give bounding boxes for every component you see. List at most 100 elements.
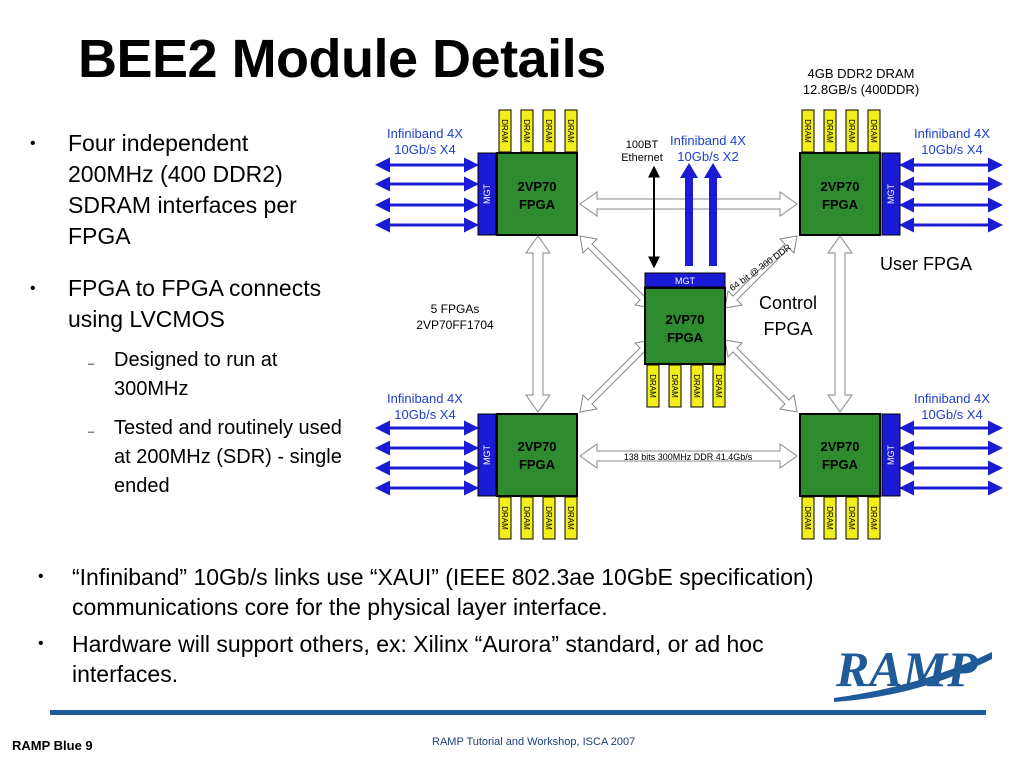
fpga-bottom-right-line1: 2VP70 bbox=[820, 439, 859, 454]
link-diag-bl bbox=[579, 339, 653, 413]
infiniband-bl-line2: 10Gb/s X4 bbox=[394, 407, 455, 422]
dram-label: DRAM bbox=[803, 506, 812, 530]
bullet-glyph: • bbox=[30, 280, 36, 297]
bullet-text: Four independent 200MHz (400 DDR2) SDRAM… bbox=[68, 130, 297, 249]
sub-bullet-glyph: – bbox=[88, 358, 95, 370]
bee2-block-diagram: 4GB DDR2 DRAM 12.8GB/s (400DDR) 100BT Et… bbox=[375, 66, 1003, 540]
fpga-count-line1: 5 FPGAs bbox=[431, 302, 480, 316]
infiniband-bl-line1: Infiniband 4X bbox=[387, 391, 463, 406]
dram-header-line2: 12.8GB/s (400DDR) bbox=[803, 82, 919, 97]
bullet-text: “Infiniband” 10Gb/s links use “XAUI” (IE… bbox=[72, 564, 814, 620]
dram-modules: DRAM DRAM DRAM DRAM DRAM DRAM DRAM DRAM DRAM DRAM… bbox=[498, 109, 881, 540]
ramp-logo-swoosh bbox=[834, 652, 992, 702]
mgt-control-label: MGT bbox=[675, 276, 695, 286]
footer-slide-label: RAMP Blue 9 bbox=[12, 738, 93, 753]
fpga-bottom-right bbox=[799, 413, 881, 497]
bullet-glyph: • bbox=[38, 635, 44, 652]
dram-label: DRAM bbox=[803, 119, 812, 143]
dram-label: DRAM bbox=[500, 119, 509, 143]
dram-label: DRAM bbox=[544, 506, 553, 530]
dram-label: DRAM bbox=[869, 506, 878, 530]
infiniband-tr-line1: Infiniband 4X bbox=[914, 126, 990, 141]
bullet-text: FPGA to FPGA connects using LVCMOS bbox=[68, 275, 322, 332]
dram-label: DRAM bbox=[522, 506, 531, 530]
bullet-fpga-connects: • FPGA to FPGA connects using LVCMOS bbox=[30, 273, 343, 335]
fpga-top-left-line1: 2VP70 bbox=[517, 179, 556, 194]
infiniband-br-line1: Infiniband 4X bbox=[914, 391, 990, 406]
control-fpga-line2: FPGA bbox=[763, 319, 812, 339]
dram-label: DRAM bbox=[869, 119, 878, 143]
infiniband-tl-line1: Infiniband 4X bbox=[387, 126, 463, 141]
fpga-control bbox=[644, 287, 726, 365]
fpga-bottom-right-line2: FPGA bbox=[822, 457, 859, 472]
dram-label: DRAM bbox=[825, 119, 834, 143]
footer-rule bbox=[50, 710, 986, 715]
bullet-glyph: • bbox=[38, 568, 44, 585]
bullet-text: Hardware will support others, ex: Xilinx… bbox=[72, 631, 764, 687]
dram-label: DRAM bbox=[670, 374, 679, 398]
dram-label: DRAM bbox=[847, 506, 856, 530]
mgt-tr-label: MGT bbox=[886, 184, 896, 204]
user-fpga-label: User FPGA bbox=[880, 254, 972, 274]
ramp-logo: RAMP bbox=[834, 641, 992, 702]
ib-x2-arrow-2 bbox=[704, 163, 722, 266]
bullet-xaui: • “Infiniband” 10Gb/s links use “XAUI” (… bbox=[38, 562, 862, 622]
link-diag-tl bbox=[579, 235, 653, 309]
infiniband-tr-line2: 10Gb/s X4 bbox=[921, 142, 982, 157]
mgt-bl-label: MGT bbox=[482, 445, 492, 465]
dram-label: DRAM bbox=[847, 119, 856, 143]
dram-label: DRAM bbox=[825, 506, 834, 530]
bullet-aurora: • Hardware will support others, ex: Xili… bbox=[38, 629, 802, 689]
dram-header-line1: 4GB DDR2 DRAM bbox=[808, 66, 915, 81]
bus-64-label: 64 bit @ 300 DDR bbox=[728, 242, 793, 293]
fpga-top-left bbox=[496, 152, 578, 236]
sub-bullet-200mhz: – Tested and routinely used at 200MHz (S… bbox=[88, 414, 344, 501]
bullet-sdram-interfaces: • Four independent 200MHz (400 DDR2) SDR… bbox=[30, 128, 338, 252]
link-right-vertical bbox=[827, 235, 853, 413]
mgt-br bbox=[881, 413, 901, 497]
fpga-bottom-left-line1: 2VP70 bbox=[517, 439, 556, 454]
fpga-top-right-line1: 2VP70 bbox=[820, 179, 859, 194]
bullet-glyph: • bbox=[30, 135, 36, 152]
slide-title: BEE2 Module Details bbox=[78, 29, 606, 89]
fpga-control-line1: 2VP70 bbox=[665, 312, 704, 327]
bus-138-label: 138 bits 300MHz DDR 41.4Gb/s bbox=[624, 452, 753, 462]
sub-bullet-text: Designed to run at 300MHz bbox=[114, 349, 278, 400]
infiniband-arrows bbox=[375, 157, 1003, 496]
fpga-bottom-left bbox=[496, 413, 578, 497]
sub-bullet-300mhz: – Designed to run at 300MHz bbox=[88, 346, 314, 404]
link-diag-br bbox=[724, 339, 798, 413]
fpga-top-right bbox=[799, 152, 881, 236]
dram-label: DRAM bbox=[544, 119, 553, 143]
fpga-control-line2: FPGA bbox=[667, 330, 704, 345]
dram-label: DRAM bbox=[714, 374, 723, 398]
fpga-top-left-line2: FPGA bbox=[519, 197, 556, 212]
link-bottom-horizontal bbox=[579, 443, 798, 469]
sub-bullet-text: Tested and routinely used at 200MHz (SDR… bbox=[114, 417, 342, 497]
dram-label: DRAM bbox=[566, 506, 575, 530]
ethernet-label-line2: Ethernet bbox=[621, 152, 663, 164]
infiniband-x2-line1: Infiniband 4X bbox=[670, 133, 746, 148]
control-fpga-line1: Control bbox=[759, 293, 817, 313]
mgt-blocks: MGT MGT MGT MGT MGT bbox=[477, 152, 901, 497]
fpga-top-right-line2: FPGA bbox=[822, 197, 859, 212]
footer-event: RAMP Tutorial and Workshop, ISCA 2007 bbox=[432, 736, 636, 748]
fpga-count-line2: 2VP70FF1704 bbox=[416, 318, 494, 332]
fpga-blocks: 2VP70 FPGA 2VP70 FPGA 2VP70 FPGA 2VP70 F… bbox=[496, 152, 881, 497]
dram-label: DRAM bbox=[522, 119, 531, 143]
mgt-tl-label: MGT bbox=[482, 184, 492, 204]
fpga-bottom-left-line2: FPGA bbox=[519, 457, 556, 472]
sub-bullet-glyph: – bbox=[88, 426, 95, 438]
infiniband-tl-line2: 10Gb/s X4 bbox=[394, 142, 455, 157]
infiniband-x2-line2: 10Gb/s X2 bbox=[677, 149, 738, 164]
infiniband-br-line2: 10Gb/s X4 bbox=[921, 407, 982, 422]
dram-label: DRAM bbox=[566, 119, 575, 143]
link-left-vertical bbox=[525, 235, 551, 413]
mgt-br-label: MGT bbox=[886, 445, 896, 465]
dram-label: DRAM bbox=[648, 374, 657, 398]
dram-label: DRAM bbox=[692, 374, 701, 398]
dram-label: DRAM bbox=[500, 506, 509, 530]
ib-x2-arrow-1 bbox=[680, 163, 698, 266]
mgt-tr bbox=[881, 152, 901, 236]
ethernet-label-line1: 100BT bbox=[626, 139, 659, 151]
